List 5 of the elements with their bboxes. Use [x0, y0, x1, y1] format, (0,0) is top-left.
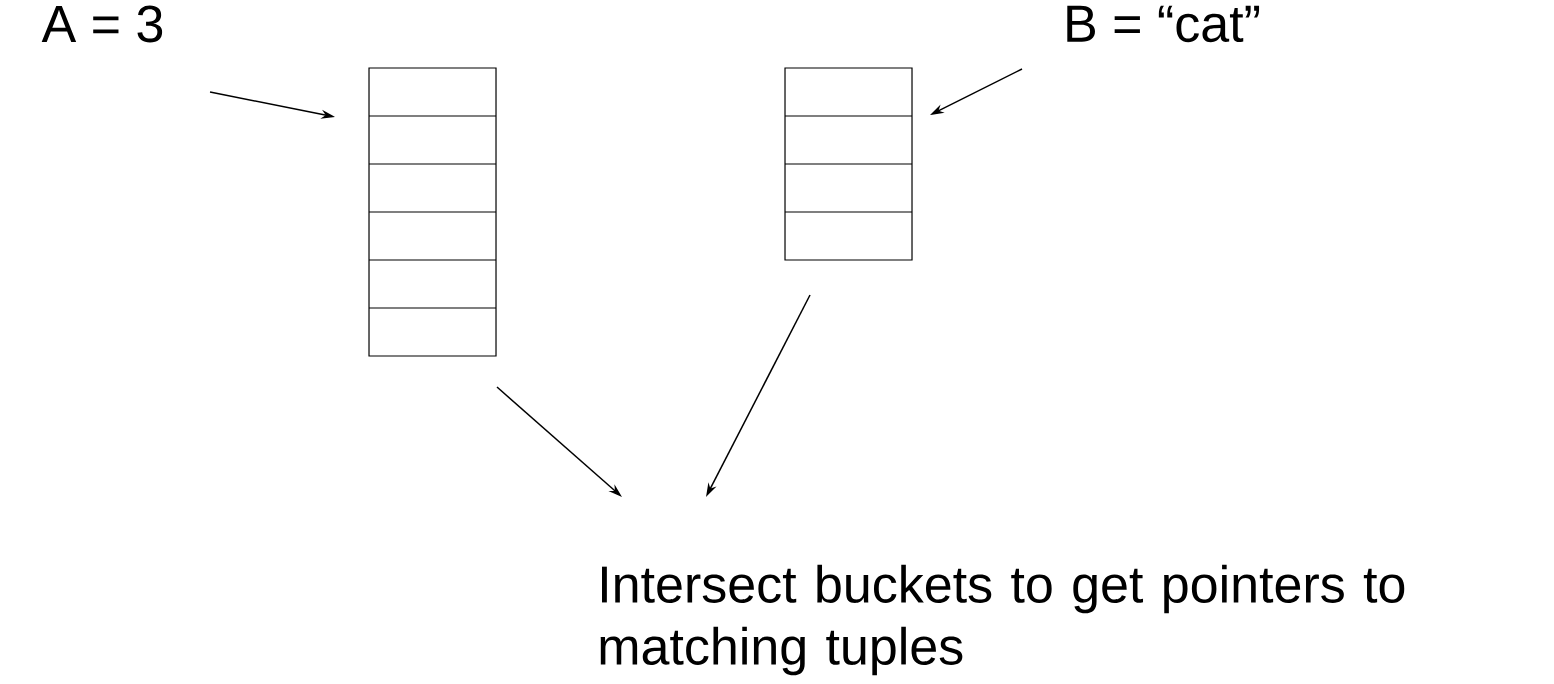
variable-label: B = “cat”	[1067, 5, 1260, 43]
hash-bucket-table	[784, 67, 913, 261]
variable-label: A = 3	[41, 5, 163, 43]
caption-text: Intersect buckets to get pointers to matching tuples	[600, 564, 1405, 676]
hash-bucket-table	[368, 67, 497, 357]
